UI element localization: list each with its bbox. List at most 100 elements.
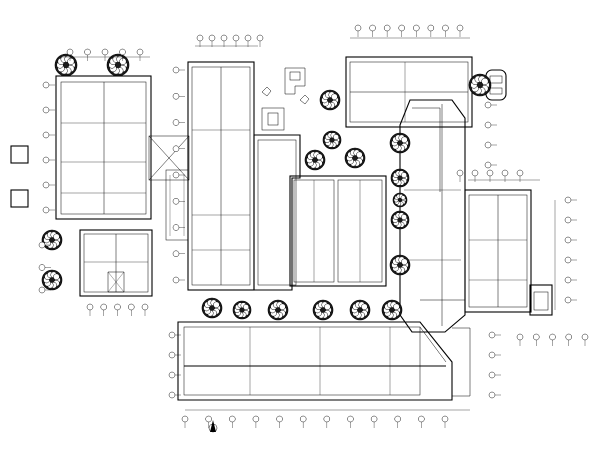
tree-symbol-icon xyxy=(106,53,130,77)
building-f xyxy=(399,99,466,333)
tree-symbol-icon xyxy=(319,89,341,111)
tree-symbol-icon xyxy=(322,130,342,150)
legend-box-icon xyxy=(10,145,29,164)
grid-bubble-icon xyxy=(229,415,236,428)
grid-bubble-icon xyxy=(141,303,149,316)
grid-bubble-icon xyxy=(398,24,405,37)
tree-symbol-icon xyxy=(54,53,78,77)
grid-bubble-icon xyxy=(119,48,126,61)
tree-symbol-icon xyxy=(267,299,289,321)
tree-symbol-icon xyxy=(381,299,403,321)
grid-bubble-icon xyxy=(516,333,524,346)
grid-bubble-icon xyxy=(181,415,189,428)
grid-bubble-icon xyxy=(244,34,252,47)
grid-bubble-icon xyxy=(168,351,181,359)
grid-bubble-icon xyxy=(383,24,391,37)
building-a xyxy=(55,75,190,241)
tree-symbol-icon xyxy=(41,229,63,251)
grid-bubble-icon xyxy=(84,48,91,61)
grid-bubble-icon xyxy=(42,181,55,189)
grid-bubble-icon xyxy=(232,34,240,47)
grid-bubble-icon xyxy=(488,331,501,339)
grid-bubble-icon xyxy=(172,66,185,74)
grid-bubble-icon xyxy=(252,415,260,428)
building-g xyxy=(464,189,553,316)
grid-bubble-icon xyxy=(442,24,449,37)
grid-bubble-icon xyxy=(369,24,376,37)
grid-bubble-icon xyxy=(208,34,216,47)
grid-bubble-icon xyxy=(581,333,589,346)
building-h xyxy=(177,299,471,401)
tree-symbol-icon xyxy=(390,168,410,188)
grid-bubble-icon xyxy=(276,415,283,428)
grid-bubble-icon xyxy=(42,131,55,139)
grid-bubble-icon xyxy=(299,415,307,428)
grid-bubble-icon xyxy=(564,216,577,224)
grid-bubble-icon xyxy=(168,371,181,379)
building-b xyxy=(187,61,255,291)
grid-bubble-icon xyxy=(564,296,577,304)
grid-bubble-icon xyxy=(564,236,577,244)
grid-bubble-icon xyxy=(456,24,464,37)
grid-bubble-icon xyxy=(564,256,577,264)
grid-bubble-icon xyxy=(488,391,501,399)
grid-bubble-icon xyxy=(101,48,109,61)
building-e xyxy=(345,56,473,128)
tree-symbol-icon xyxy=(201,297,223,319)
legend-box-icon xyxy=(10,189,29,208)
grid-bubble-icon xyxy=(38,241,51,249)
building-c xyxy=(253,107,301,291)
tree-symbol-icon xyxy=(392,192,408,208)
grid-bubble-icon xyxy=(168,331,181,339)
grid-bubble-icon xyxy=(205,415,212,428)
grid-bubble-icon xyxy=(66,48,74,61)
grid-bubble-icon xyxy=(42,206,55,214)
grid-bubble-icon xyxy=(456,169,464,182)
tree-symbol-icon xyxy=(41,269,63,291)
grid-bubble-icon xyxy=(256,34,264,47)
grid-bubble-icon xyxy=(172,171,185,179)
grid-bubble-icon xyxy=(42,81,55,89)
grid-bubble-icon xyxy=(172,250,185,257)
grid-bubble-icon xyxy=(533,333,540,346)
grid-bubble-icon xyxy=(484,161,497,169)
tree-symbol-icon xyxy=(390,210,410,230)
grid-bubble-icon xyxy=(441,415,449,428)
grid-bubble-icon xyxy=(565,333,572,346)
grid-bubble-icon xyxy=(196,34,204,47)
grid-bubble-icon xyxy=(347,415,354,428)
grid-bubble-icon xyxy=(38,264,51,271)
tree-symbol-icon xyxy=(389,254,411,276)
grid-bubble-icon xyxy=(136,48,144,61)
tree-symbol-icon xyxy=(304,149,326,171)
grid-bubble-icon xyxy=(370,415,378,428)
tree-symbol-icon xyxy=(232,300,252,320)
grid-bubble-icon xyxy=(354,24,362,37)
grid-bubble-icon xyxy=(484,101,497,109)
grid-bubble-icon xyxy=(501,169,509,182)
grid-bubble-icon xyxy=(413,24,420,37)
grid-bubble-icon xyxy=(172,198,185,205)
grid-bubble-icon xyxy=(172,93,185,100)
grid-bubble-icon xyxy=(516,169,524,182)
grid-bubble-icon xyxy=(564,196,577,204)
tree-symbol-icon xyxy=(344,147,366,169)
grid-bubble-icon xyxy=(42,106,55,114)
tree-symbol-icon xyxy=(389,132,411,154)
tree-symbol-icon xyxy=(312,299,334,321)
north-arrow-icon xyxy=(208,420,218,433)
grid-bubble-icon xyxy=(471,169,479,182)
grid-bubble-icon xyxy=(418,415,425,428)
grid-bubble-icon xyxy=(42,156,55,164)
grid-bubble-icon xyxy=(172,145,185,152)
tree-symbol-icon xyxy=(468,73,492,97)
grid-bubble-icon xyxy=(488,351,501,359)
grid-bubble-icon xyxy=(38,286,51,294)
grid-bubble-icon xyxy=(549,333,556,346)
grid-bubble-icon xyxy=(114,303,121,316)
grid-bubble-icon xyxy=(484,121,497,129)
grid-bubble-icon xyxy=(488,371,501,379)
grid-bubble-icon xyxy=(564,276,577,284)
building-a2 xyxy=(79,229,153,297)
grid-bubble-icon xyxy=(220,34,228,47)
